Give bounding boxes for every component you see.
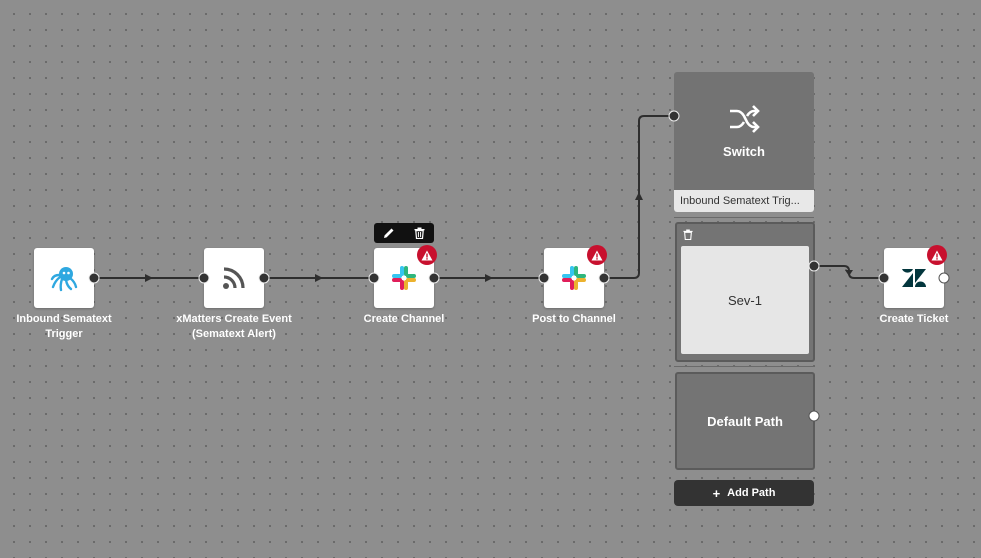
step-inbound-sematext-trigger[interactable]	[34, 248, 94, 308]
output-port[interactable]	[258, 272, 270, 284]
path-sev-1[interactable]: Sev-1	[675, 222, 815, 362]
input-port[interactable]	[668, 110, 680, 122]
slack-icon	[562, 266, 586, 290]
zendesk-icon	[902, 269, 926, 287]
output-port[interactable]	[598, 272, 610, 284]
step-toolbar	[374, 223, 434, 243]
input-port[interactable]	[368, 272, 380, 284]
warning-icon[interactable]	[927, 245, 947, 265]
output-port[interactable]	[808, 260, 820, 272]
step-label: Create Channel	[363, 313, 445, 325]
step-label: xMatters Create Event (Sematext Alert)	[176, 313, 292, 340]
switch-step[interactable]: Switch Inbound Sematext Trig...	[674, 72, 814, 212]
add-path-label: Add Path	[727, 487, 776, 499]
path-default[interactable]: Default Path	[675, 372, 815, 470]
step-xmatters-create-event[interactable]	[204, 248, 264, 308]
input-port[interactable]	[538, 272, 550, 284]
slack-icon	[392, 266, 416, 290]
trash-icon[interactable]	[683, 229, 693, 240]
output-port[interactable]	[428, 272, 440, 284]
step-label: Post to Channel	[532, 313, 616, 325]
plus-icon: +	[712, 485, 721, 501]
pencil-icon[interactable]	[383, 227, 395, 239]
step-label: Inbound Sematext Trigger	[16, 313, 112, 340]
divider	[674, 366, 814, 367]
warning-icon[interactable]	[417, 245, 437, 265]
rss-feed-icon	[223, 267, 245, 289]
path-label: Default Path	[707, 413, 783, 429]
step-label: Create Ticket	[879, 313, 949, 325]
input-port[interactable]	[878, 272, 890, 284]
trash-icon[interactable]	[414, 227, 425, 239]
output-port[interactable]	[808, 410, 820, 422]
sematext-octopus-icon	[50, 267, 78, 292]
path-label: Sev-1	[681, 246, 809, 354]
input-port[interactable]	[198, 272, 210, 284]
divider	[674, 217, 814, 218]
switch-title: Switch	[723, 144, 765, 159]
shuffle-icon	[730, 105, 760, 133]
add-path-button[interactable]: + Add Path	[674, 480, 814, 506]
switch-trigger-label: Inbound Sematext Trig...	[674, 190, 814, 212]
output-port[interactable]	[88, 272, 100, 284]
output-port[interactable]	[938, 272, 950, 284]
warning-icon[interactable]	[587, 245, 607, 265]
